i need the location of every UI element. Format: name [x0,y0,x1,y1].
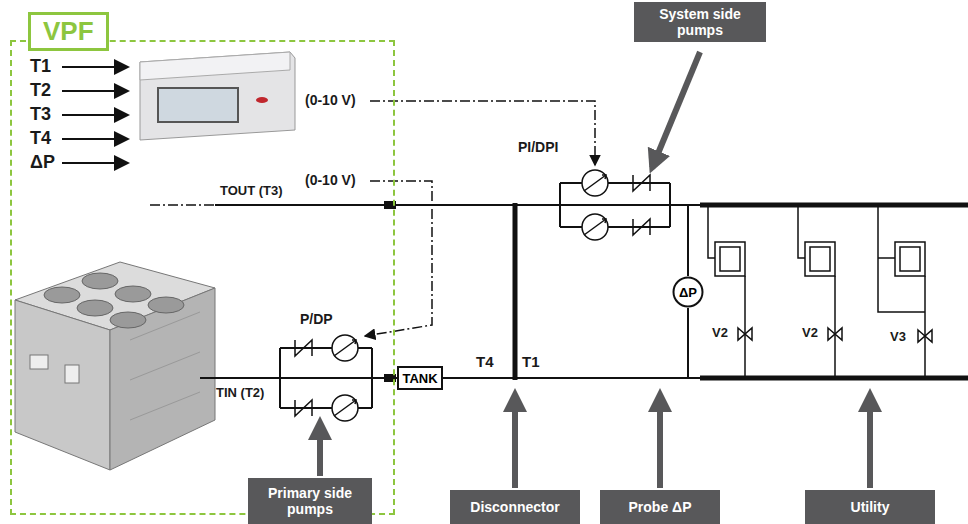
vpf-region: VPF [10,40,395,515]
callout-arrows [320,52,870,488]
signal-label: TIN (T2) [216,386,264,400]
signal-label: T3 [30,105,51,125]
chiller-unit [15,262,215,470]
signal-label: V3 [890,330,906,344]
check-valves [295,175,650,416]
signal-label: V2 [802,326,818,340]
input-arrows [62,67,128,163]
signal-label: T1 [30,57,51,77]
pipes [200,183,700,408]
main-pipes [515,203,968,380]
node-text: TANK [402,371,437,386]
node-text: System side pumps [642,6,758,38]
callout-box: Probe ΔP [600,490,720,524]
signal-label: V2 [712,326,728,340]
signal-label: P/DP [300,312,333,327]
region-title: VPF [28,12,109,51]
node-text: ΔP [679,285,697,300]
node-text: Probe ΔP [629,499,692,515]
callout-box: Primary side pumps [248,478,372,524]
callout-box: System side pumps [634,2,766,42]
node-text: Disconnector [470,499,559,515]
signal-label: TOUT (T3) [220,184,283,198]
signal-label: ΔP [30,153,55,173]
tank-box: TANK [397,366,442,390]
signal-label: T4 [30,129,51,149]
pumps [332,170,608,421]
callout-box: Disconnector [450,490,580,524]
probe-circle: ΔP [672,276,704,308]
signal-label: (0-10 V) [305,173,356,188]
signal-label: PI/DPI [518,140,558,155]
signal-label: T4 [476,354,494,371]
signal-label: T2 [30,81,51,101]
utility-units [708,205,925,378]
node-text: Primary side pumps [256,485,364,517]
signal-label: T1 [522,354,540,371]
controller [140,52,295,140]
signal-label: (0-10 V) [305,93,356,108]
callout-box: Utility [805,490,935,524]
node-text: Utility [851,499,890,515]
signal-lines [150,101,595,378]
